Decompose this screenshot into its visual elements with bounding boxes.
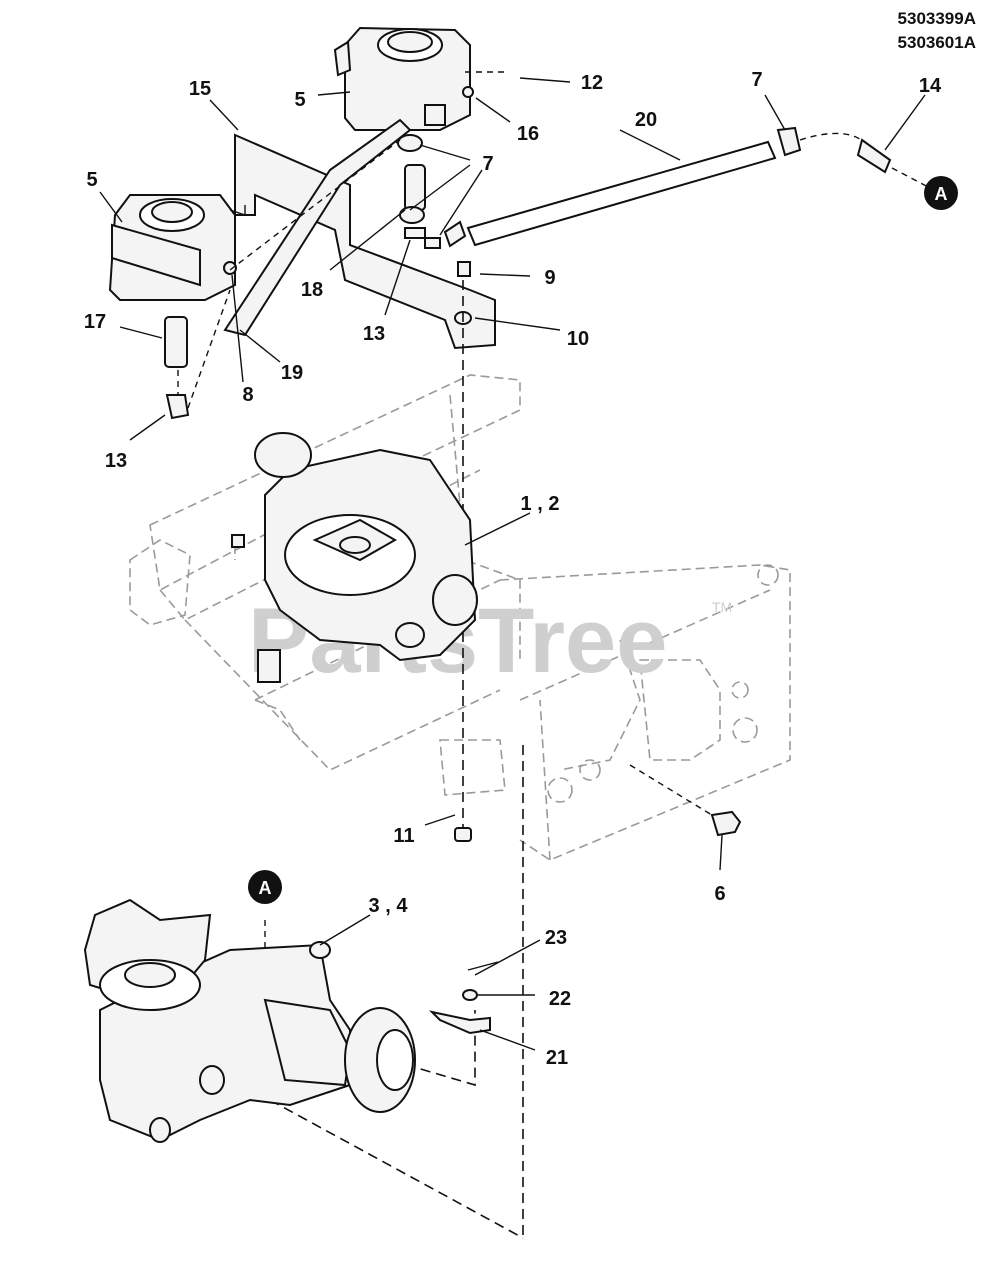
label-5-top: 5 (294, 89, 305, 111)
callout-a-left: A (248, 870, 282, 904)
transaxle-upper (231, 432, 478, 683)
label-9: 9 (544, 267, 555, 289)
part-number-1: 5303399A (898, 9, 976, 28)
label-17: 17 (84, 311, 106, 333)
callout-a-right-label: A (935, 184, 948, 204)
label-6: 6 (714, 883, 725, 905)
label-8: 8 (242, 384, 253, 406)
label-7-center: 7 (482, 153, 493, 175)
hose-fittings (164, 134, 467, 420)
label-20: 20 (635, 109, 657, 131)
callout-a-left-label: A (259, 878, 272, 898)
nut-11 (454, 827, 472, 842)
bracket (223, 118, 496, 350)
label-22: 22 (549, 988, 571, 1010)
label-21: 21 (546, 1047, 568, 1069)
label-3-4: 3 , 4 (369, 895, 409, 917)
reservoir-left (108, 194, 237, 301)
label-15: 15 (189, 78, 211, 100)
part-labels: 1 , 2 3 , 4 5 5 6 7 7 8 9 10 11 12 13 13… (84, 69, 942, 1069)
watermark-tm: TM (712, 599, 732, 615)
label-19: 19 (281, 362, 303, 384)
callout-a-right: A (924, 176, 958, 210)
label-13-center: 13 (363, 323, 385, 345)
reservoir-top (333, 26, 474, 131)
label-11: 11 (393, 825, 414, 847)
bolt-6 (710, 810, 742, 837)
label-12: 12 (581, 72, 603, 94)
label-14: 14 (919, 75, 942, 97)
label-5-left: 5 (86, 169, 97, 191)
label-23: 23 (545, 927, 567, 949)
label-18: 18 (301, 279, 323, 301)
tube-20 (466, 126, 931, 247)
label-13-left: 13 (105, 450, 127, 472)
label-1-2: 1 , 2 (521, 493, 560, 515)
part-number-2: 5303601A (898, 33, 976, 52)
label-7-right: 7 (751, 69, 762, 91)
label-16: 16 (517, 123, 539, 145)
transaxle-lower (83, 898, 416, 1143)
label-10: 10 (567, 328, 589, 350)
leader-lines (99, 77, 926, 1051)
lever-21-22-23 (428, 961, 499, 1035)
